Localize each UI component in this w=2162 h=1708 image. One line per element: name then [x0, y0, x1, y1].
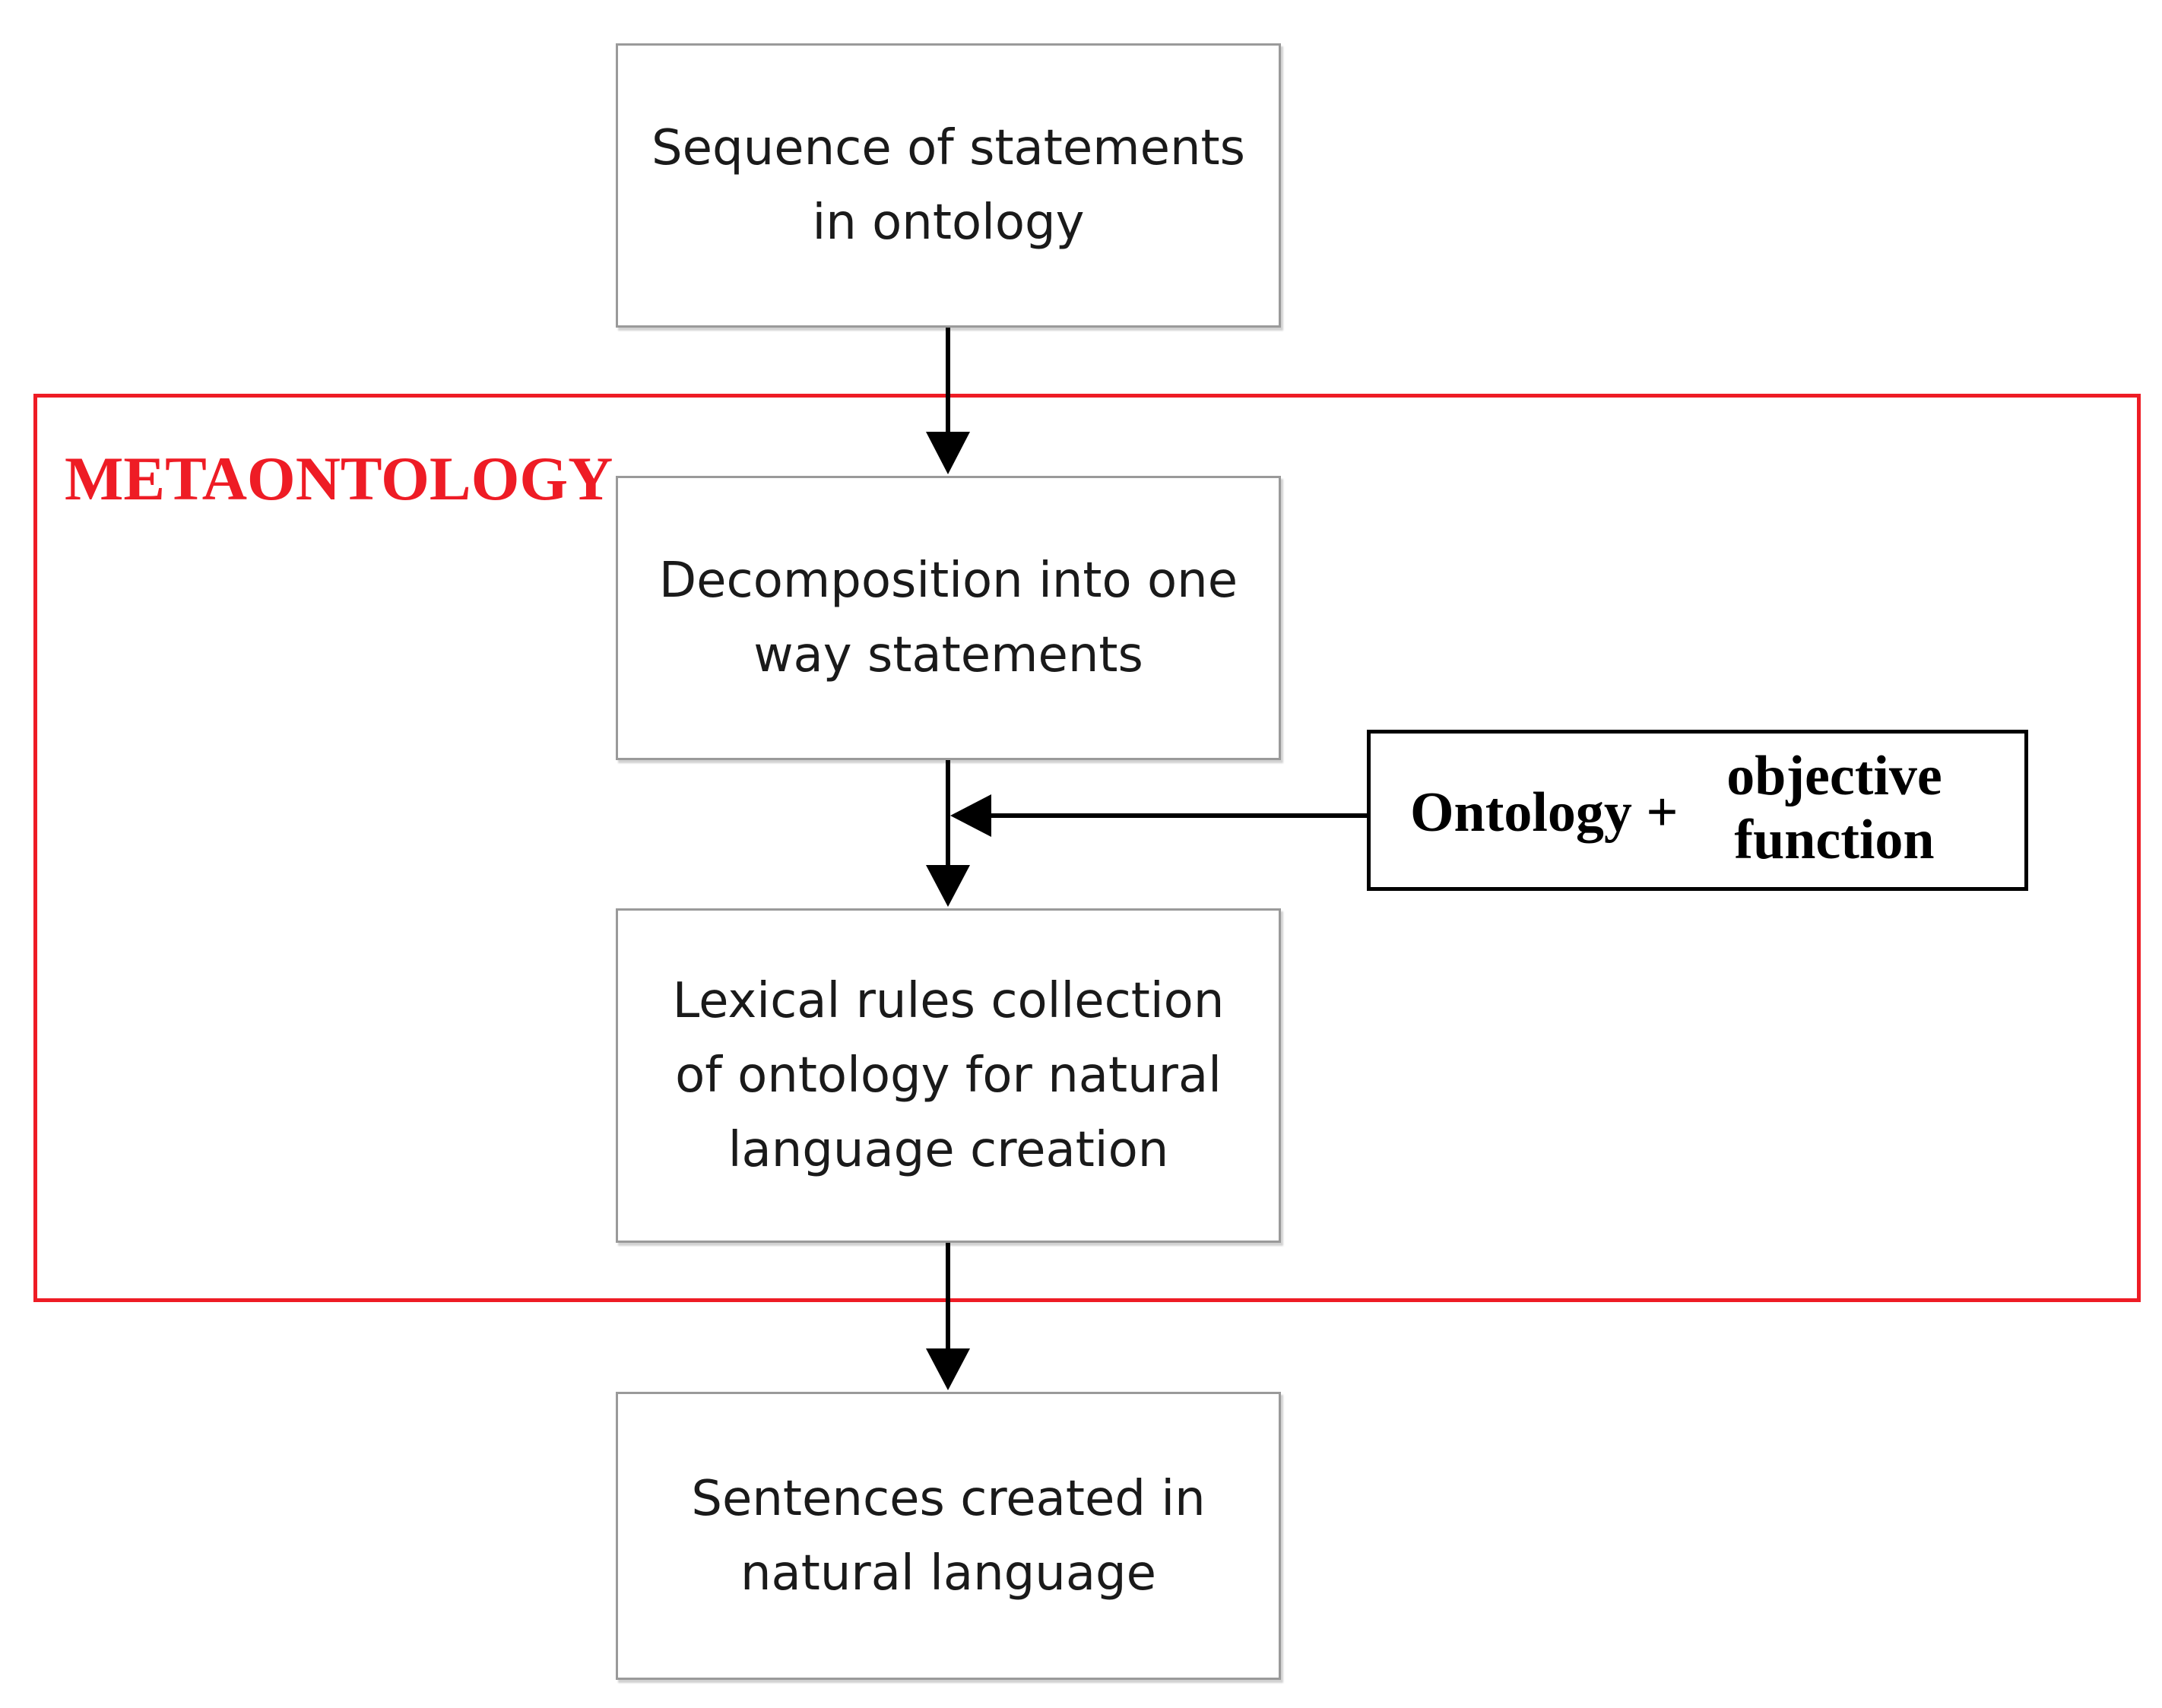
- metaontology-frame: [33, 394, 2141, 1302]
- input-lower-text: function: [1734, 809, 1935, 871]
- step-sentences-created: Sentences created in natural language: [616, 1392, 1281, 1680]
- step-text-line: natural language: [740, 1545, 1157, 1602]
- step-text-line: Sentences created in: [691, 1470, 1206, 1527]
- input-upper-text: objective: [1726, 745, 1942, 807]
- step-lexical-rules: Lexical rules collection of ontology for…: [616, 908, 1281, 1243]
- step-text-line: of ontology for natural: [675, 1047, 1222, 1104]
- input-main-text: Ontology +: [1410, 781, 1679, 844]
- step-sequence-of-statements: Sequence of statements in ontology: [616, 43, 1281, 328]
- step-decomposition: Decomposition into one way statements: [616, 476, 1281, 760]
- step-text-line: Decomposition into one: [658, 553, 1238, 609]
- step-text-line: Lexical rules collection: [672, 973, 1225, 1029]
- step-text-line: in ontology: [812, 195, 1085, 251]
- step-text-line: language creation: [728, 1122, 1169, 1178]
- metaontology-label: METAONTOLOGY: [65, 444, 613, 513]
- step-text-line: Sequence of statements: [651, 120, 1245, 176]
- step-text-line: way statements: [753, 627, 1143, 683]
- ontology-objective-function-box: Ontology + objective function: [1367, 730, 2028, 891]
